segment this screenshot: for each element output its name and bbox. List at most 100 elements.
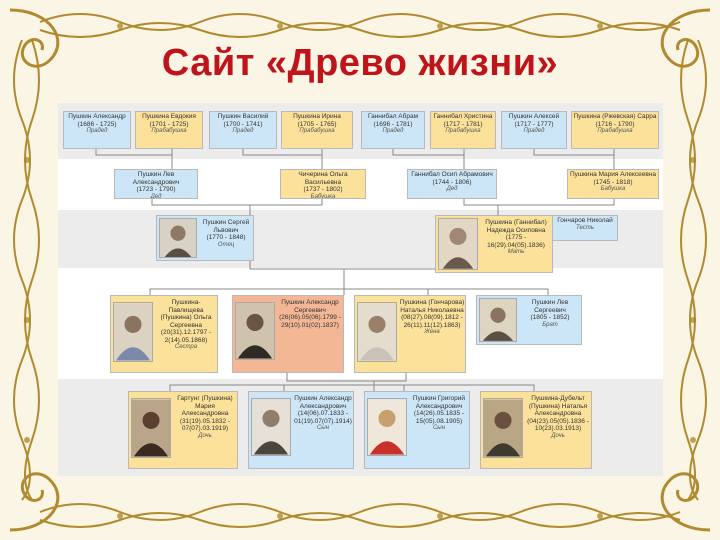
person-relation: Дочь [198, 432, 212, 439]
person-dates: (1696 - 1781) [373, 120, 413, 128]
person-name: Пушкина Ирина [293, 113, 341, 120]
person-name: Ганнибал Христина [433, 113, 493, 120]
person-relation: Прадед [232, 128, 254, 134]
person-card-great-grandfather-3[interactable]: Ганнибал Абрам (1696 - 1781) Прадед [361, 111, 425, 149]
person-name: Ганнибал Осип Абрамович [411, 171, 493, 178]
person-card-great-grandmother-4[interactable]: Пушкина (Ржевская) Сарра (1716 - 1790) П… [571, 111, 659, 149]
person-dates: (31(19).05.1832 - 07(07).03.1919) [179, 417, 231, 433]
person-relation: Дед [150, 193, 162, 199]
person-relation: Прадед [382, 128, 404, 134]
person-card-great-grandmother-1[interactable]: Пушкина Евдокия (1701 - 1725) Прабабушка [135, 111, 203, 149]
person-name: Пушкин Лев Сергеевич [531, 299, 569, 314]
person-dates: (1700 - 1741) [223, 120, 263, 128]
person-name: Пушкина (Ржевская) Сарра [573, 113, 657, 120]
person-card-daughter-natalia[interactable]: Пушкина-Дубельт (Пушкина) Наталья Алекса… [480, 391, 592, 469]
portrait-photo-icon [479, 298, 517, 342]
person-card-great-grandfather-2[interactable]: Пушкин Василий (1700 - 1741) Прадед [209, 111, 277, 149]
portrait-photo-icon [357, 302, 397, 362]
person-dates: (1717 - 1777) [514, 120, 554, 128]
person-card-great-grandfather-1[interactable]: Пушкин Александр (1686 - 1725) Прадед [63, 111, 131, 149]
person-card-father-in-law[interactable]: Гончаров Николай Тесть [552, 215, 618, 241]
person-relation: Бабушка [310, 193, 336, 199]
portrait-photo-icon [131, 398, 171, 458]
person-dates: (1686 - 1725) [77, 120, 117, 128]
person-relation: Прадед [523, 128, 545, 134]
person-dates: (1737 - 1802) [303, 186, 343, 193]
person-dates: (08(27).08(09).1812 - 26(11).11(12).1863… [401, 314, 463, 329]
person-relation: Сестра [174, 344, 198, 350]
portrait-photo-icon [235, 302, 275, 360]
portrait-photo-icon [367, 398, 407, 456]
person-relation: Дед [446, 186, 458, 192]
person-name: Пушкин Лев Александрович [132, 171, 180, 186]
person-card-great-grandmother-2[interactable]: Пушкина Ирина (1705 - 1765) Прабабушка [281, 111, 353, 149]
person-name: Пушкин Василий [217, 113, 269, 120]
person-dates: (14(06).07.1833 - 01(19).07(07).1914) [294, 410, 352, 425]
person-relation: Тесть [576, 224, 594, 231]
person-name: Пушкин Григорий Александрович [412, 395, 466, 410]
portrait-photo-icon [251, 398, 291, 456]
person-card-grandfather-2[interactable]: Ганнибал Осип Абрамович (1744 - 1806) Де… [407, 169, 497, 199]
person-relation: Прабабушка [597, 128, 633, 134]
person-dates: (20(31).12.1797 - 2(14).05.1868) [160, 329, 212, 344]
person-relation: Прабабушка [299, 128, 335, 134]
person-relation: Мать [507, 249, 525, 255]
person-card-grandmother-2[interactable]: Пушкина Мария Алексеевна (1745 - 1818) Б… [567, 169, 659, 199]
person-name: Пушкина (Гончарова) Наталья Николаевна [399, 299, 465, 314]
person-dates: (1745 - 1818) [593, 178, 633, 186]
person-card-son-alexander[interactable]: Пушкин Александр Александрович (14(06).0… [248, 391, 354, 469]
person-relation: Прабабушка [151, 128, 187, 134]
person-name: Чичерина Ольга Васильевна [298, 171, 348, 186]
person-card-alexander-pushkin[interactable]: Пушкин Александр Сергеевич (26(06).05(06… [232, 295, 344, 373]
person-card-father[interactable]: Пушкин Сергей Львович (1770 - 1848) Отец [156, 215, 254, 261]
person-dates: (1717 - 1781) [443, 120, 483, 128]
person-dates: (1723 - 1790) [136, 186, 176, 193]
portrait-photo-icon [483, 398, 523, 458]
person-dates: (1770 - 1848) [206, 234, 246, 241]
person-card-wife[interactable]: Пушкина (Гончарова) Наталья Николаевна (… [354, 295, 466, 373]
person-card-great-grandmother-3[interactable]: Ганнибал Христина (1717 - 1781) Прабабуш… [430, 111, 496, 149]
family-tree: Пушкин Александр (1686 - 1725) Прадед Пу… [58, 103, 663, 476]
person-relation: Прадед [86, 128, 108, 134]
person-name: Пушкина (Ганнибал) Надежда Осиповна [485, 219, 547, 234]
person-card-grandmother-1[interactable]: Чичерина Ольга Васильевна (1737 - 1802) … [280, 169, 366, 199]
person-name: Пушкина-Павлищева (Пушкина) Ольга Сергее… [160, 299, 212, 329]
person-name: Пушкина Евдокия [142, 113, 196, 120]
person-dates: (1744 - 1806) [432, 178, 472, 186]
page-title: Сайт «Древо жизни» [161, 42, 559, 84]
person-card-great-grandfather-4[interactable]: Пушкин Алексей (1717 - 1777) Прадед [501, 111, 567, 149]
person-name: Пушкин Александр Александрович [294, 395, 352, 410]
person-relation: Брат [542, 321, 558, 328]
person-dates: (1716 - 1790) [595, 120, 635, 128]
person-relation: Сын [432, 425, 446, 431]
person-name: Пушкин Александр Сергеевич [281, 299, 339, 314]
person-name: Пушкин Алексей [508, 113, 560, 120]
person-name: Ганнибал Абрам [367, 113, 419, 120]
person-card-daughter-maria[interactable]: Гартунг (Пушкина) Мария Александровна (3… [128, 391, 238, 469]
person-relation: Сын [316, 425, 330, 431]
person-name: Гартунг (Пушкина) Мария Александровна [177, 395, 233, 417]
person-name: Пушкин Александр [68, 113, 126, 120]
person-card-brother[interactable]: Пушкин Лев Сергеевич (1805 - 1852) Брат [476, 295, 582, 345]
person-name: Пушкина-Дубельт (Пушкина) Наталья Алекса… [528, 395, 588, 417]
person-dates: (04(23).05(05).1836 - 10(23).03.1913) [527, 417, 589, 433]
person-dates: (1705 - 1765) [297, 120, 337, 128]
person-dates: (26(06).05(06).1799 - 29(10).01(02).1837… [279, 314, 341, 329]
person-relation: Бабушка [600, 186, 626, 192]
person-dates: (1701 - 1725) [149, 120, 189, 128]
person-card-mother[interactable]: Пушкина (Ганнибал) Надежда Осиповна (177… [435, 215, 553, 273]
person-relation: Прабабушка [445, 128, 481, 134]
person-name: Пушкина Мария Алексеевна [569, 171, 657, 178]
person-relation: Жена [424, 329, 440, 335]
person-card-sister[interactable]: Пушкина-Павлищева (Пушкина) Ольга Сергее… [110, 295, 218, 373]
portrait-photo-icon [159, 218, 197, 258]
portrait-photo-icon [113, 302, 153, 362]
person-name: Гончаров Николай [557, 217, 613, 224]
person-relation: Отец [217, 241, 235, 248]
person-card-grandfather-1[interactable]: Пушкин Лев Александрович (1723 - 1790) Д… [114, 169, 198, 199]
person-card-son-grigory[interactable]: Пушкин Григорий Александрович (14(26).05… [364, 391, 470, 469]
person-name: Пушкин Сергей Львович [202, 219, 250, 234]
person-dates: (1805 - 1852) [530, 314, 570, 321]
person-relation: Дочь [551, 432, 565, 439]
